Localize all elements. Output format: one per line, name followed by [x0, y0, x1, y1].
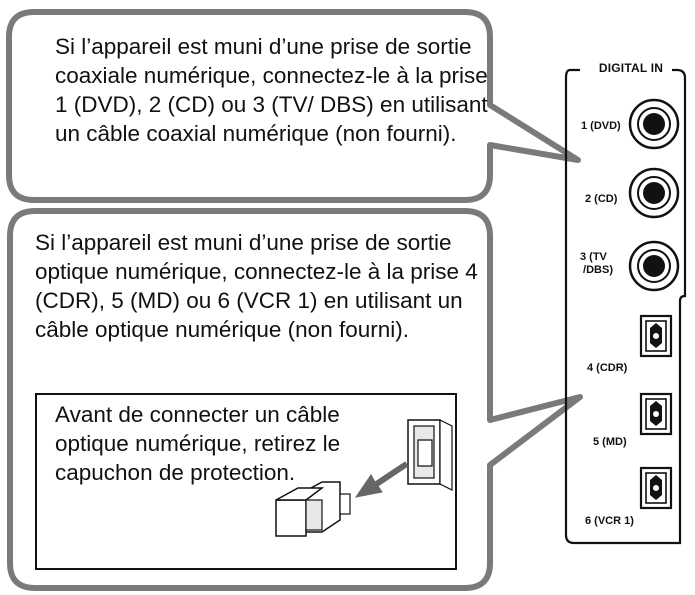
coaxial-instruction-text: Si l’appareil est muni d’une prise de so…	[55, 34, 488, 146]
optical-jack-4	[639, 314, 673, 358]
jack-label-cdr: 4 (CDR)	[587, 362, 628, 374]
remove-cap-arrow	[354, 461, 409, 498]
jack-label-vcr1: 6 (VCR 1)	[585, 515, 634, 527]
jack-label-cd: 2 (CD)	[585, 193, 618, 205]
optical-jack-6	[639, 466, 673, 510]
optical-instruction-text: Si l’appareil est muni d’une prise de so…	[35, 230, 478, 342]
coaxial-callout-bubble	[6, 9, 581, 203]
digital-in-panel	[564, 68, 687, 545]
optical-jack-5	[639, 392, 673, 436]
jack-label-dvd: 1 (DVD)	[581, 120, 621, 132]
optical-jack-illustration	[407, 419, 453, 491]
protective-cap-illustration	[275, 481, 351, 537]
coaxial-jack-3	[628, 240, 680, 292]
coaxial-jack-2	[628, 167, 680, 219]
note-box	[35, 393, 457, 570]
jack-label-md: 5 (MD)	[593, 436, 627, 448]
coaxial-jack-1	[628, 98, 680, 150]
jack-label-tv-dbs: 3 (TV /DBS)	[580, 251, 613, 276]
digital-in-title: DIGITAL IN	[590, 61, 672, 75]
protective-cap-note-text: Avant de connecter un câble optique numé…	[55, 402, 341, 485]
